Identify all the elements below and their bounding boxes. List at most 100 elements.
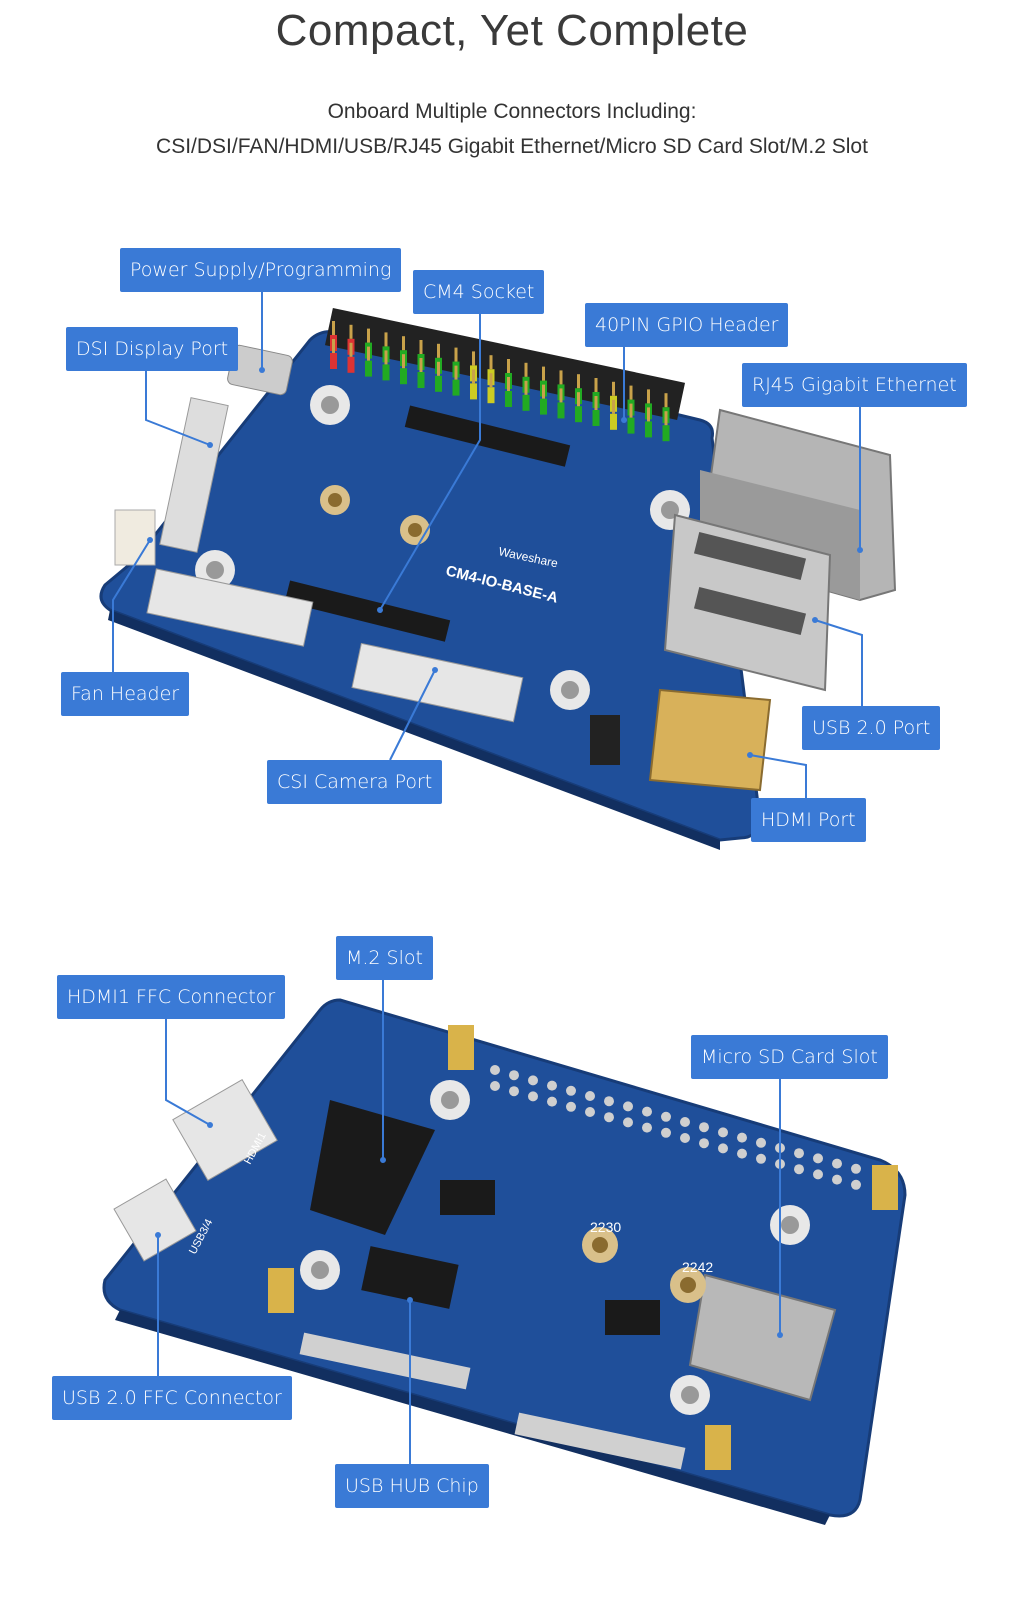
gpio-pin-tip [647,389,650,404]
fan-header-part [114,509,156,566]
gpio-pin-tip [332,321,335,335]
gpio-hole [680,1117,690,1127]
gpio-pin-tip [419,340,423,354]
hdmi-ffc-connector [172,1079,278,1181]
label-usb-port: USB 2.0 Port [802,706,941,750]
gpio-pin-tip [559,370,563,385]
gpio-pin-tip [612,399,615,414]
label-usb-ffc: USB 2.0 FFC Connector [52,1376,292,1420]
csi-connector [351,642,524,723]
regulator [440,1180,495,1215]
gpio-pin [592,410,600,426]
gpio-hole [699,1122,709,1133]
m2-slot [310,1100,435,1235]
gpio-hole [604,1096,614,1107]
gpio-hole [623,1117,633,1128]
silkscreen-2230: 2230 [590,1219,621,1235]
gpio-hole [547,1080,557,1091]
gpio-pin-tip [402,336,405,351]
gpio-pin-tip [437,343,440,358]
gpio-pin [330,353,337,369]
top-board-illustration: Waveshare CM4-IO-BASE-A [99,292,897,850]
gpio-hole [566,1101,576,1112]
gpio-hole [794,1164,804,1175]
gpio-pin-tip [647,407,650,422]
gpio-hole [585,1091,595,1101]
gpio-hole [756,1153,766,1164]
gpio-hole [661,1111,671,1122]
gpio-hole [528,1091,538,1102]
gpio-hole [851,1163,861,1174]
gpio-pin-tip [594,378,598,392]
gpio-pin [505,391,512,407]
label-hdmi1-ffc: HDMI1 FFC Connector [57,975,286,1019]
gpio-hole [604,1112,614,1123]
label-hdmi-port: HDMI Port [751,798,866,842]
gpio-hole [490,1065,500,1075]
gpio-pin [487,387,495,404]
gpio-pin [575,406,582,423]
usb-hub-chip [361,1246,459,1309]
gpio-hole [509,1070,519,1081]
gpio-pin-tip [577,392,580,407]
silkscreen-2242: 2242 [682,1259,713,1275]
gpio-hole [528,1075,538,1086]
gpio-pin-tip [367,346,370,361]
gpio-pin-tip [384,332,388,347]
gpio-pin [557,402,565,419]
gpio-pin [610,413,617,430]
gpio-pin [540,398,547,415]
gpio-hole [642,1106,652,1117]
gpio-hole [737,1132,747,1143]
gpio-hole [718,1143,728,1154]
gpio-pin [382,364,390,381]
gpio-hole [661,1127,671,1138]
gpio-pin-tip [454,347,458,362]
gpio-hole [547,1096,557,1107]
label-microsd-slot: Micro SD Card Slot [691,1035,888,1079]
label-cm4-socket: CM4 Socket [413,270,545,314]
power-switch [590,715,620,765]
gpio-pin-tip [472,369,475,384]
label-power-supply: Power Supply/Programming [120,248,402,292]
gpio-pin-tip [367,328,370,343]
gpio-hole [832,1174,842,1185]
gpio-hole [737,1148,747,1159]
usb-ffc-connector [113,1178,197,1262]
regulator [605,1300,660,1335]
gpio-hole [680,1133,690,1143]
gpio-hole [490,1081,500,1091]
gpio-hole [585,1107,595,1117]
standoff [872,1165,898,1210]
gpio-header [324,307,686,442]
gpio-hole [813,1153,823,1164]
gpio-pin [400,368,407,385]
standoff [448,1025,474,1070]
gpio-hole [699,1138,709,1149]
gpio-pin-tip [629,403,633,418]
gpio-pin-tip [454,365,458,380]
label-rj45-ethernet: RJ45 Gigabit Ethernet [742,363,967,407]
gpio-hole [566,1085,576,1096]
gpio-pin-tip [349,324,353,339]
gpio-hole [813,1169,823,1180]
gpio-pin-tip [542,384,545,399]
gpio-pin-tip [577,374,580,389]
subtitle-line-1: Onboard Multiple Connectors Including: [327,100,697,123]
standoff [705,1425,731,1470]
gpio-pin-tip [419,358,423,372]
label-fan-header: Fan Header [61,672,190,716]
gpio-pin-tip [524,380,528,395]
cm4-connector [284,580,451,642]
gpio-pin-tip [489,355,493,370]
csi-connector [146,568,314,647]
gpio-hole [623,1101,633,1112]
gpio-pin-tip [612,381,615,396]
bottom-board-illustration: HDMI1 USB3/4 2230 2242 [102,980,907,1525]
gpio-hole [642,1122,652,1133]
standoff [268,1268,294,1313]
label-m2-slot: M.2 Slot [336,936,433,980]
hdmi-connector [648,688,772,792]
gpio-pin-tip [524,362,528,377]
label-gpio-header: 40PIN GPIO Header [585,303,789,347]
